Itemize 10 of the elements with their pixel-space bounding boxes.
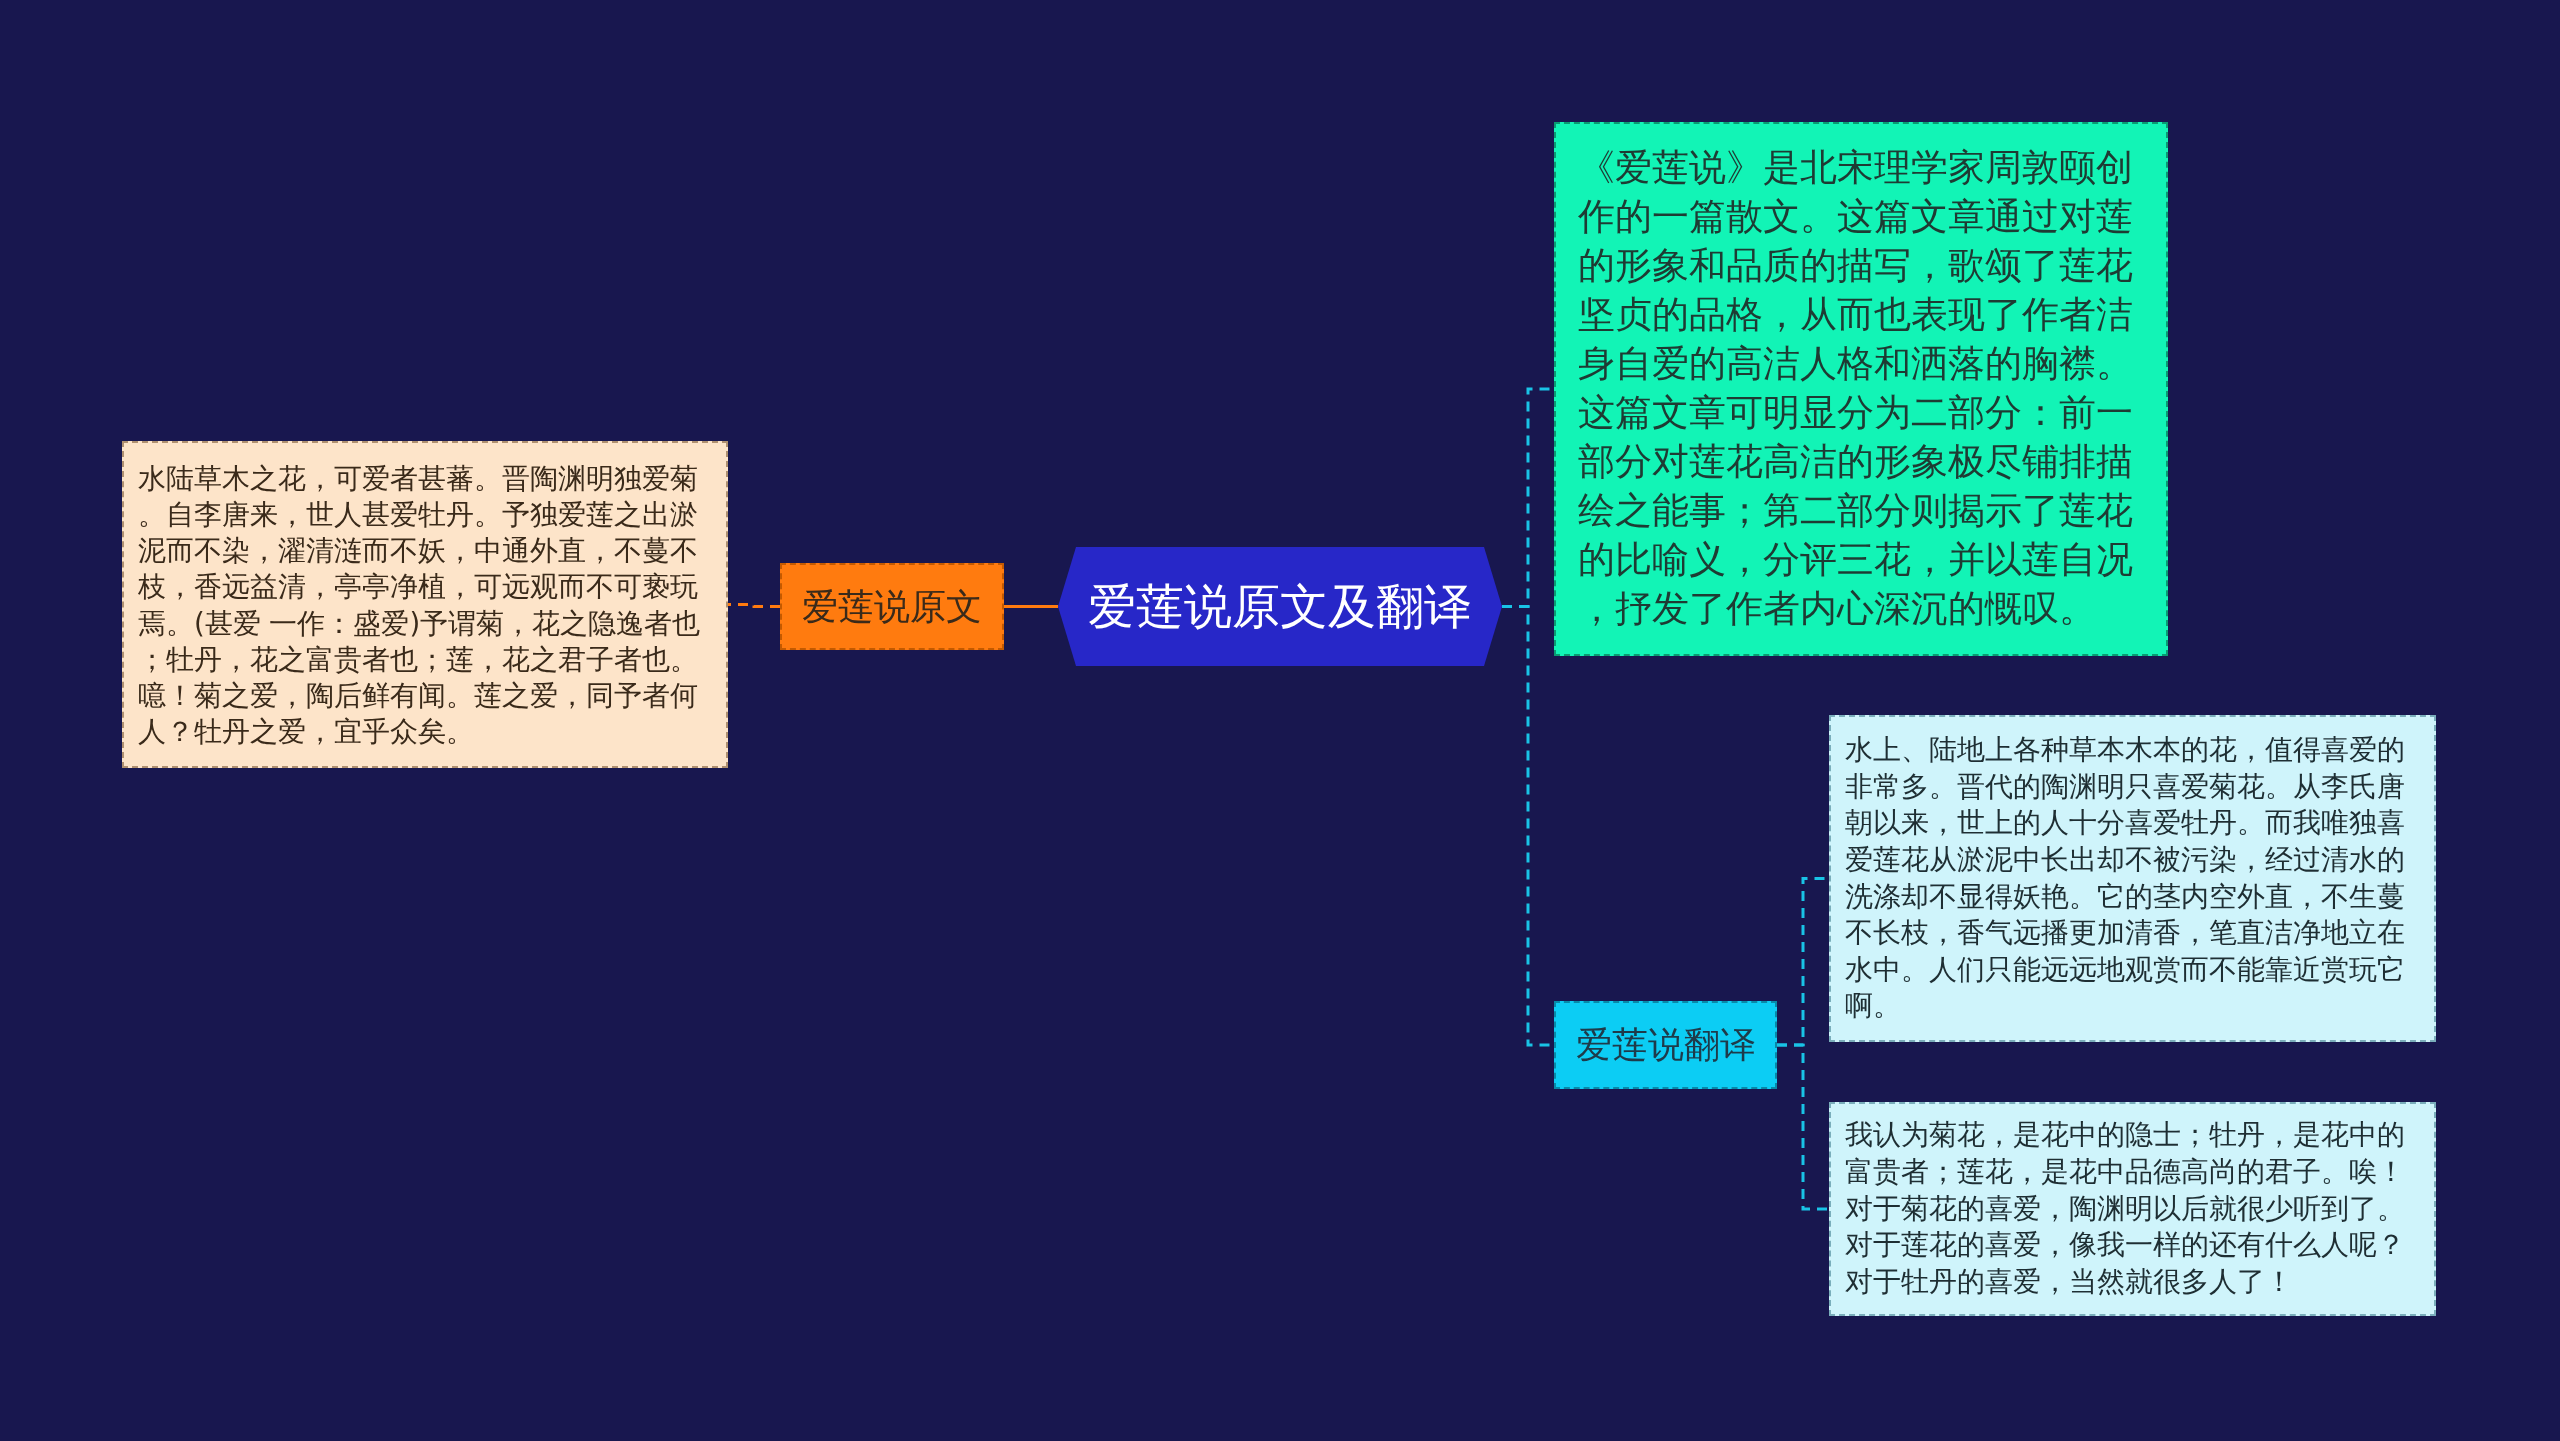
connector-line: [1004, 605, 1058, 608]
connector-line: [728, 603, 780, 608]
text-card: 我认为菊花，是花中的隐士；牡丹，是花中的富贵者；莲花，是花中品德高尚的君子。唉！对于菊花的喜爱，陶渊明以后就很少听到了。对于莲花的喜爱，像我一样的还有什么人呢？对于牡丹的喜爱，当然就很多人了！: [1829, 1102, 2436, 1316]
branch-topic: 爱莲说翻译: [1554, 1001, 1777, 1089]
text-card: 水陆草木之花，可爱者甚蕃。晋陶渊明独爱菊。自李唐来，世人甚爱牡丹。予独爱莲之出淤泥而不染，濯清涟而不妖，中通外直，不蔓不枝，香远益清，亭亭净植，可远观而不可亵玩焉。(甚爱 一作：盛爱)予谓菊，花之隐逸者也；牡丹，花之富贵者也；莲，花之君子者也。噫！菊之爱，陶后鲜有闻。莲之爱，同予者何人？牡丹之爱，宜乎众矣。: [122, 441, 728, 768]
root-topic: 爱莲说原文及翻译: [1058, 547, 1502, 666]
connector-line: [1777, 1043, 1829, 1211]
branch-topic: 爱莲说原文: [780, 563, 1004, 650]
text-card: 水上、陆地上各种草本木本的花，值得喜爱的非常多。晋代的陶渊明只喜爱菊花。从李氏唐朝以来，世上的人十分喜爱牡丹。而我唯独喜爱莲花从淤泥中长出却不被污染，经过清水的洗涤却不显得妖艳。它的茎内空外直，不生蔓不长枝，香气远播更加清香，笔直洁净地立在水中。人们只能远远地观赏而不能靠近赏玩它啊。: [1829, 715, 2436, 1042]
text-card: 《爱莲说》是北宋理学家周敦颐创作的一篇散文。这篇文章通过对莲的形象和品质的描写，歌颂了莲花坚贞的品格，从而也表现了作者洁身自爱的高洁人格和洒落的胸襟。这篇文章可明显分为二部分：前一部分对莲花高洁的形象极尽铺排描绘之能事；第二部分则揭示了莲花的比喻义，分评三花，并以莲自况，抒发了作者内心深沉的慨叹。: [1554, 122, 2168, 656]
